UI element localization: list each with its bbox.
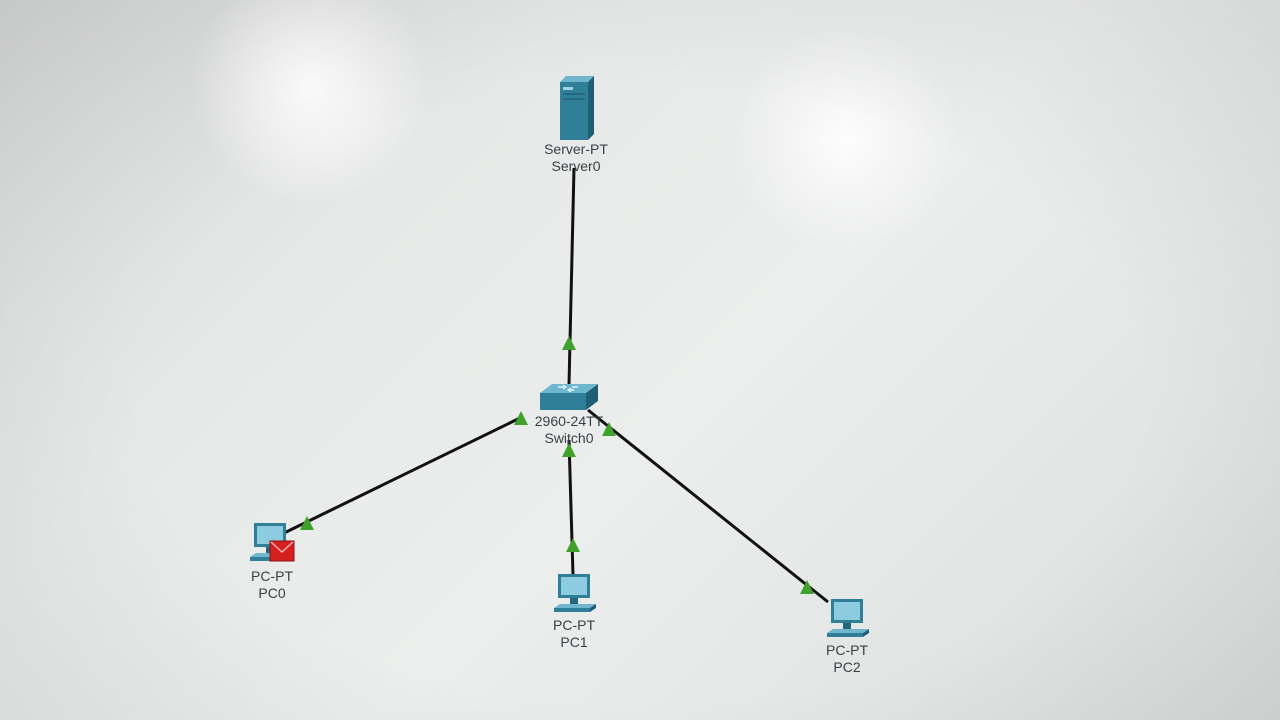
link-switch-pc0[interactable] [279, 411, 528, 537]
pc-icon [827, 599, 869, 637]
device-model-label: PC-PT [553, 617, 595, 633]
link-switch-server[interactable] [562, 167, 576, 386]
device-model-label: 2960-24TT [534, 413, 604, 429]
device-name-label: Server0 [551, 158, 601, 174]
device-name-label: PC1 [560, 634, 588, 650]
device-pc1[interactable]: PC-PT PC1 [514, 572, 634, 651]
link-status-triangle-up-icon [562, 336, 576, 350]
device-switch0[interactable]: 2960-24TT Switch0 [509, 382, 629, 447]
device-model-label: Server-PT [544, 141, 608, 157]
link-status-triangle-up-icon [562, 443, 576, 457]
pc-icon [554, 574, 596, 612]
device-server0[interactable]: Server-PT Server0 [516, 76, 636, 175]
pc-icon [250, 523, 295, 562]
switch-icon [540, 384, 598, 410]
device-model-label: PC-PT [826, 642, 868, 658]
link-status-triangle-up-icon [566, 538, 580, 552]
link-status-triangle-up-icon [300, 516, 314, 530]
link-switch-pc2[interactable] [587, 408, 829, 604]
link-status-triangle-up-icon [514, 411, 528, 425]
device-pc0[interactable]: PC-PT PC0 [212, 521, 332, 602]
device-pc2[interactable]: PC-PT PC2 [787, 597, 907, 676]
email-alert-icon[interactable] [269, 540, 295, 562]
device-name-label: PC2 [833, 659, 861, 675]
server-icon [560, 76, 594, 140]
device-name-label: PC0 [258, 585, 286, 601]
device-name-label: Switch0 [544, 430, 594, 446]
device-model-label: PC-PT [251, 568, 293, 584]
link-switch-pc1[interactable] [562, 439, 580, 576]
link-status-triangle-up-icon [602, 422, 616, 436]
link-status-triangle-up-icon [800, 580, 814, 594]
